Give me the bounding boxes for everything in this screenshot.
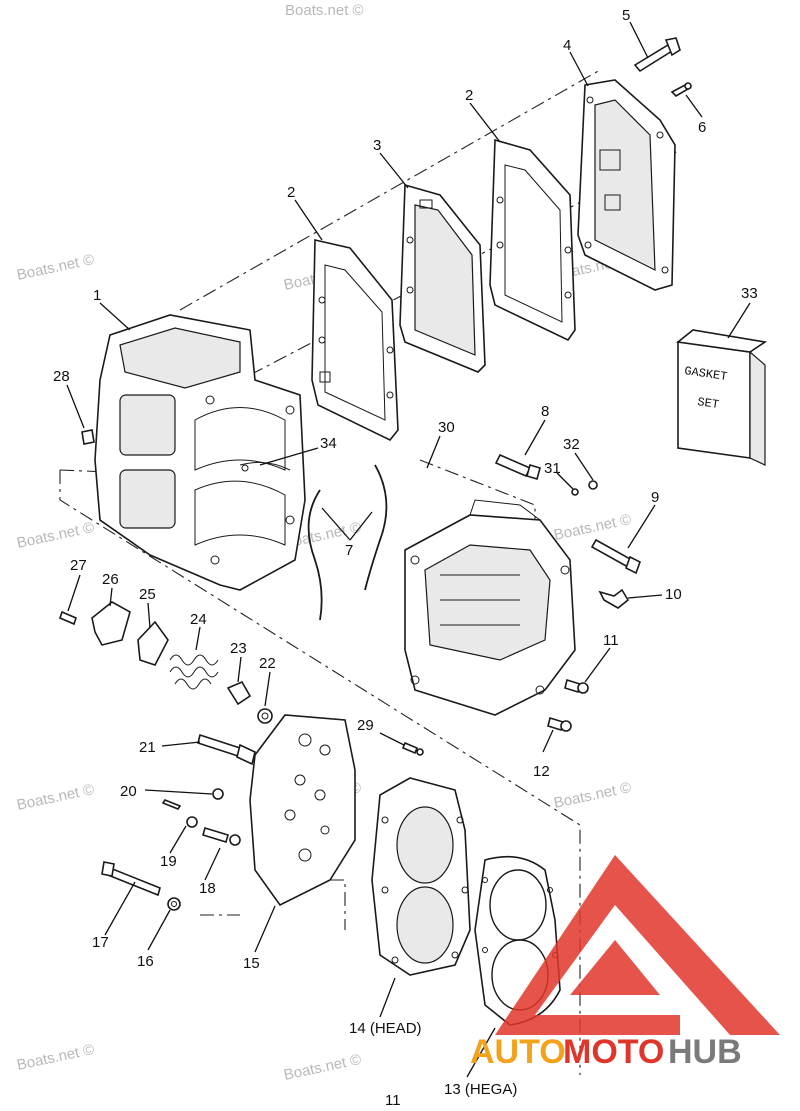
watermark: Boats.net © (15, 519, 95, 552)
callout-25: 25 (139, 586, 156, 603)
callout-22: 22 (259, 655, 276, 672)
callout-14: 14 (HEAD) (349, 1020, 422, 1037)
callout-16: 16 (137, 953, 154, 970)
thermostat-group (59, 601, 273, 724)
gasket-left (311, 239, 399, 441)
callout-1: 1 (93, 287, 101, 304)
callout-32: 32 (563, 436, 580, 453)
callout-21: 21 (139, 739, 156, 756)
callout-13: 13 (HEGA) (444, 1081, 517, 1098)
watermark: Boats.net © (15, 781, 95, 814)
page-number: 11 (385, 1092, 401, 1109)
watermark: Boats.net © (282, 1051, 362, 1084)
callout-34: 34 (320, 435, 337, 452)
bolt-12 (547, 716, 572, 732)
pin-28 (81, 429, 95, 445)
bolt-8 (494, 453, 541, 481)
small-bolts-31-32 (571, 480, 598, 496)
callout-31: 31 (544, 460, 561, 477)
logo-text-moto: MOTO (563, 1033, 664, 1071)
gasket-right (489, 138, 576, 342)
automotohub-logo: AUTO MOTO HUB (470, 855, 780, 1071)
watermark: Boats.net © (285, 2, 364, 19)
callout-4: 4 (563, 37, 571, 54)
exhaust-plate (399, 183, 486, 373)
sensor-21 (197, 733, 256, 766)
callout-33: 33 (741, 285, 758, 302)
watermark: Boats.net © (552, 511, 632, 544)
callout-12: 12 (533, 763, 550, 780)
head-gasket (474, 855, 561, 1026)
callout-19: 19 (160, 853, 177, 870)
screw-29 (401, 741, 424, 756)
callout-10: 10 (665, 586, 682, 603)
bolt-11 (564, 678, 589, 694)
callout-18: 18 (199, 880, 216, 897)
callout-labels: 1 2 2 3 4 5 6 7 8 9 10 11 12 13 (HEGA) 1… (53, 7, 758, 1098)
watermark: Boats.net © (552, 779, 632, 812)
cylinder-block (94, 314, 306, 591)
cylinder-head (371, 777, 471, 976)
callout-9: 9 (651, 489, 659, 506)
bypass-wires (307, 464, 388, 621)
callout-27: 27 (70, 557, 87, 574)
callout-29: 29 (357, 717, 374, 734)
callout-2: 2 (287, 184, 295, 201)
crankcase-half (404, 499, 576, 716)
bolt-9 (590, 538, 641, 575)
callout-28: 28 (53, 368, 70, 385)
gasket-set-line2: SET (696, 395, 719, 412)
callout-2: 2 (465, 87, 473, 104)
logo-text-hub: HUB (668, 1033, 742, 1071)
callout-20: 20 (120, 783, 137, 800)
gasket-set-box: GASKET SET (676, 329, 768, 466)
logo-triangle-mark (495, 855, 780, 1035)
callout-6: 6 (698, 119, 706, 136)
watermark: Boats.net © (15, 251, 95, 284)
exhaust-cover (577, 79, 676, 291)
leader-lines (66, 21, 751, 1078)
watermark: Boats.net © (15, 1041, 95, 1074)
small-screw (670, 82, 692, 98)
small-parts-16-20 (101, 788, 241, 911)
callout-17: 17 (92, 934, 109, 951)
callout-23: 23 (230, 640, 247, 657)
callout-24: 24 (190, 611, 207, 628)
callout-30: 30 (438, 419, 455, 436)
callout-3: 3 (373, 137, 381, 154)
callout-7: 7 (345, 542, 353, 559)
callout-26: 26 (102, 571, 119, 588)
cover-bolt (633, 37, 681, 73)
head-cover (249, 714, 356, 907)
fitting-10 (598, 588, 630, 609)
callout-8: 8 (541, 403, 549, 420)
callout-15: 15 (243, 955, 260, 972)
callout-11: 11 (603, 632, 619, 649)
gasket-set-line1: GASKET (683, 364, 728, 384)
part-34-leader-target (241, 464, 249, 472)
logo-text-auto: AUTO (470, 1033, 566, 1071)
callout-5: 5 (622, 7, 630, 24)
